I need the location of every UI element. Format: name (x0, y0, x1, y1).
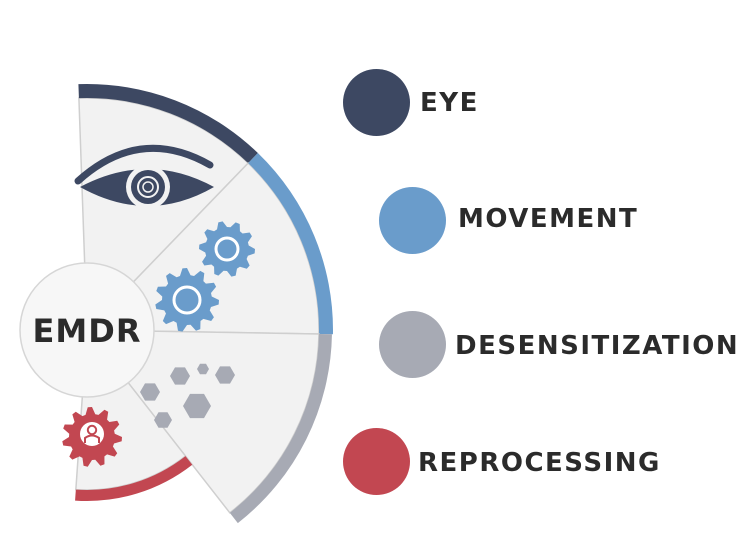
center-label: EMDR (33, 312, 142, 350)
gear-person-icon (62, 407, 122, 467)
reprocessing-segment-band (75, 456, 193, 502)
desensitization-segment-band (229, 334, 332, 524)
eye-icon (74, 144, 214, 209)
gears-icon (155, 221, 255, 332)
hexagons-icon (140, 363, 235, 428)
icons (62, 144, 255, 467)
eye-segment-band (78, 84, 258, 164)
center-hub: EMDR (19, 262, 155, 398)
movement-segment-band (248, 153, 333, 335)
desensitization-segment (85, 329, 320, 514)
